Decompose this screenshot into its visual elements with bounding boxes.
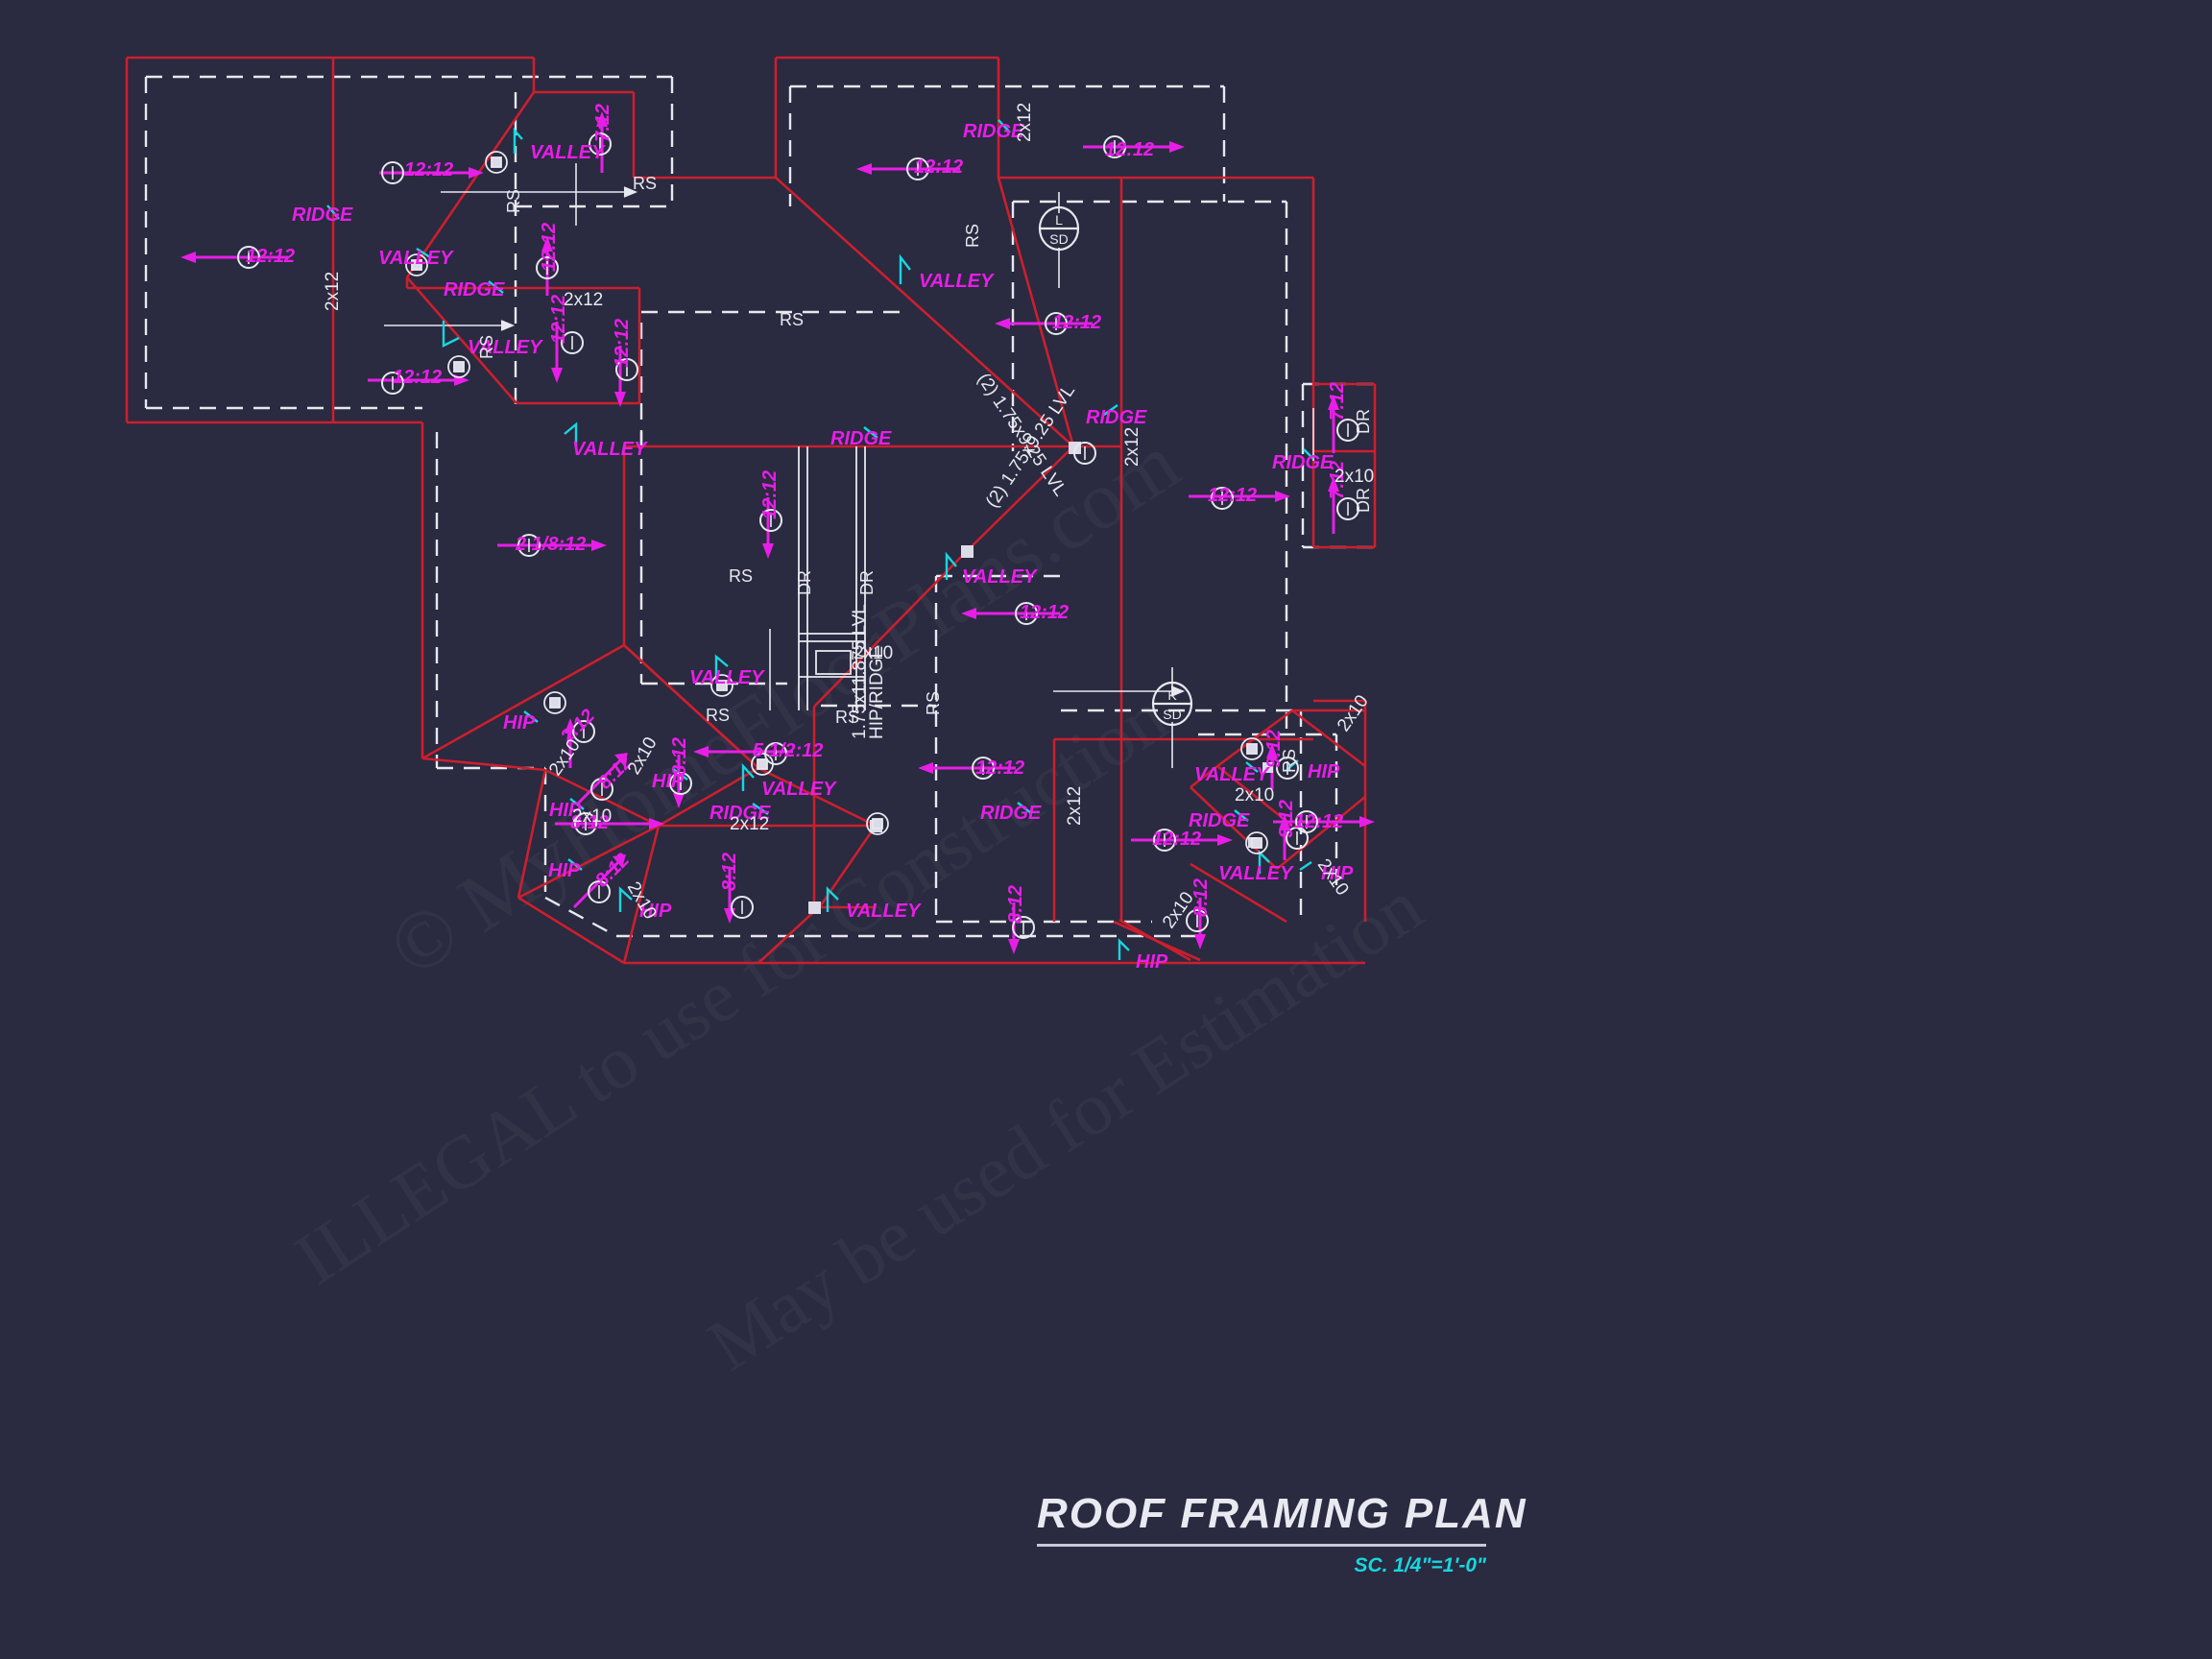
- wall-outlines: [144, 75, 1375, 938]
- title-block: ROOF FRAMING PLAN SC. 1/4"=1'-0": [1037, 1490, 1527, 1577]
- smoke-detector-symbols: L SD K SD: [1038, 205, 1193, 727]
- roof-lines: [125, 56, 1377, 965]
- page-title: ROOF FRAMING PLAN: [1037, 1490, 1527, 1537]
- svg-text:SD: SD: [1049, 231, 1068, 247]
- shaft-outline: [798, 446, 866, 710]
- bearing-markers: [808, 442, 1273, 914]
- svg-text:L: L: [1055, 212, 1063, 228]
- rafter-tags: [237, 132, 1359, 939]
- title-underline: [1037, 1544, 1486, 1547]
- leader-lines: [326, 119, 1314, 960]
- scale-note: SC. 1/4"=1'-0": [1354, 1554, 1486, 1576]
- dimension-lines: [384, 163, 1314, 768]
- svg-text:SD: SD: [1163, 707, 1181, 722]
- svg-text:K: K: [1167, 687, 1177, 703]
- rafter-arrows: [180, 111, 1375, 954]
